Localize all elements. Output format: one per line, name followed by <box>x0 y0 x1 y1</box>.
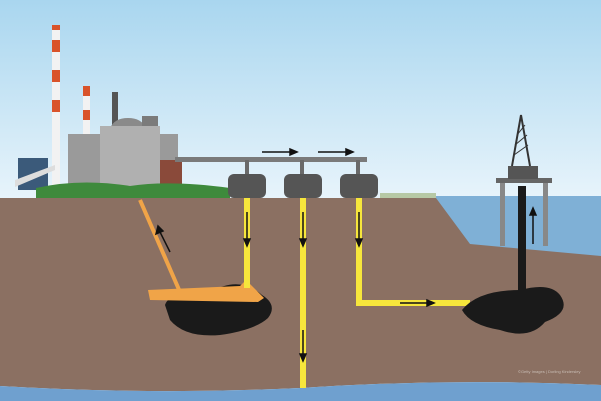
deep-water-layer <box>0 382 601 401</box>
oil-well-pipe <box>518 186 526 296</box>
surface-pipe <box>175 157 367 162</box>
oil-rig <box>496 114 552 246</box>
coal-pipe <box>138 199 182 293</box>
storage-tanks <box>228 160 378 198</box>
flow-arrows-down <box>242 212 436 363</box>
oil-reservoir <box>462 286 564 334</box>
flow-arrows-surface <box>262 147 355 157</box>
image-credit: ©Getty Images | Dorling Kindersley <box>518 369 581 374</box>
power-station <box>15 25 230 198</box>
shore-strip <box>380 193 436 198</box>
coal-layer <box>148 280 264 302</box>
flow-arrow-up-rig <box>528 206 538 244</box>
flow-arrow-up-coal <box>154 224 171 253</box>
